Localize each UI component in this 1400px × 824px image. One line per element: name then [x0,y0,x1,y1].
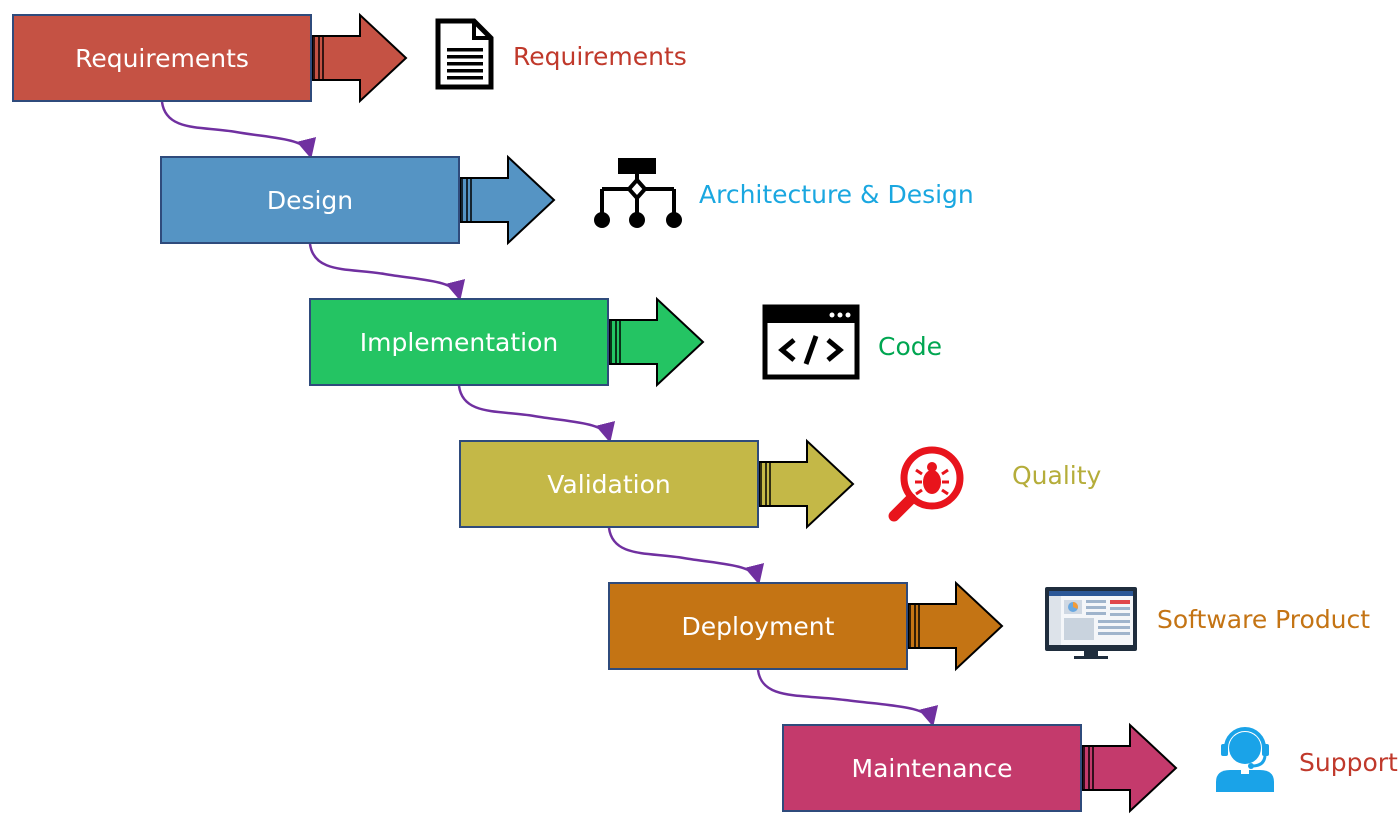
phase-box-validation: Validation [459,440,759,528]
phase-output-arrow [311,12,408,104]
phase-connector [308,243,466,301]
phase-output-arrow [608,296,705,388]
phase-output-arrow [758,438,855,530]
phase-connector [457,385,616,443]
phase-label: Design [266,185,354,215]
monitor-icon [1045,587,1137,659]
document-icon [435,18,494,90]
outcome-label-software-product: Software Product [1157,605,1371,634]
phase-box-implementation: Implementation [309,298,609,386]
phase-label: Requirements [75,43,249,73]
outcome-label-requirements: Requirements [513,42,687,71]
phase-box-design: Design [160,156,460,244]
phase-connector [756,669,939,727]
support-agent-icon [1216,727,1274,792]
phase-label: Deployment [681,611,835,641]
phase-output-arrow [459,154,556,246]
phase-connector [160,101,317,159]
phase-box-maintenance: Maintenance [782,724,1082,812]
outcome-label-support: Support [1299,748,1398,777]
bug-magnifier-icon [888,446,964,522]
outcome-label-quality: Quality [1012,461,1102,490]
phase-connector [607,527,765,585]
phase-output-arrow [907,580,1004,672]
phase-label: Maintenance [851,753,1013,783]
hierarchy-icon [594,158,682,228]
phase-label: Implementation [359,327,559,357]
code-window-icon [762,304,860,380]
phase-output-arrow [1081,722,1178,814]
phase-label: Validation [547,469,671,499]
outcome-label-architecture-design: Architecture & Design [699,180,974,209]
phase-box-requirements: Requirements [12,14,312,102]
outcome-label-code: Code [878,332,943,361]
phase-box-deployment: Deployment [608,582,908,670]
